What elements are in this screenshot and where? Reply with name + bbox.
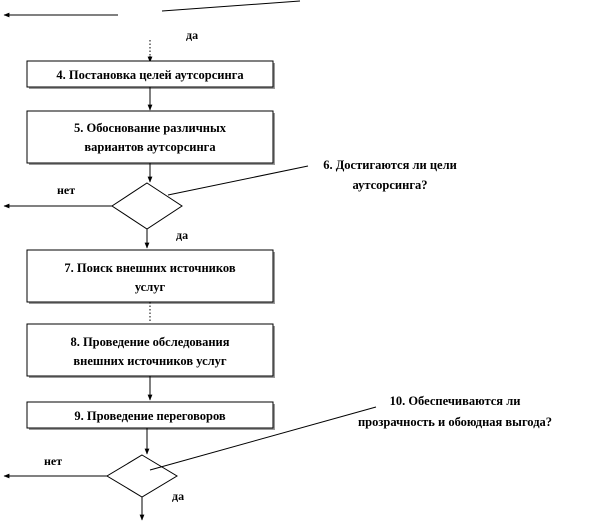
step7-line2: услуг [135,280,166,294]
step9-box: 9. Проведение переговоров [26,401,275,430]
label-yes-6: да [176,228,188,242]
top-diagonal-line [161,0,301,12]
step5-box: 5. Обоснование различных вариантов аутсо… [26,110,275,165]
label-yes-top: да [186,28,198,42]
step10-line2: прозрачность и обоюдная выгода? [358,415,552,429]
step4-label: 4. Постановка целей аутсорсинга [56,68,244,82]
step8-line1: 8. Проведение обследования [70,335,229,349]
step8-box: 8. Проведение обследования внешних источ… [26,323,275,378]
decision10-diamond [106,454,178,498]
step7-box: 7. Поиск внешних источников услуг [26,249,275,304]
decision6-diamond [111,182,183,230]
step5-line2: вариантов аутсорсинга [84,140,216,154]
decision10-callout-line [149,406,377,471]
label-yes-10: да [172,489,184,503]
label-no-10: нет [44,454,62,468]
label-no-6: нет [57,183,75,197]
step9-label: 9. Проведение переговоров [74,409,226,423]
step6-line1: 6. Достигаются ли цели [323,158,457,172]
step4-box: 4. Постановка целей аутсорсинга [26,60,275,89]
step7-line1: 7. Поиск внешних источников [64,261,235,275]
step8-line2: внешних источников услуг [73,354,226,368]
step5-line1: 5. Обоснование различных [74,121,227,135]
step6-line2: аутсорсинга? [352,178,427,192]
decision6-callout-line [167,165,309,196]
step10-line1: 10. Обеспечиваются ли [390,394,521,408]
